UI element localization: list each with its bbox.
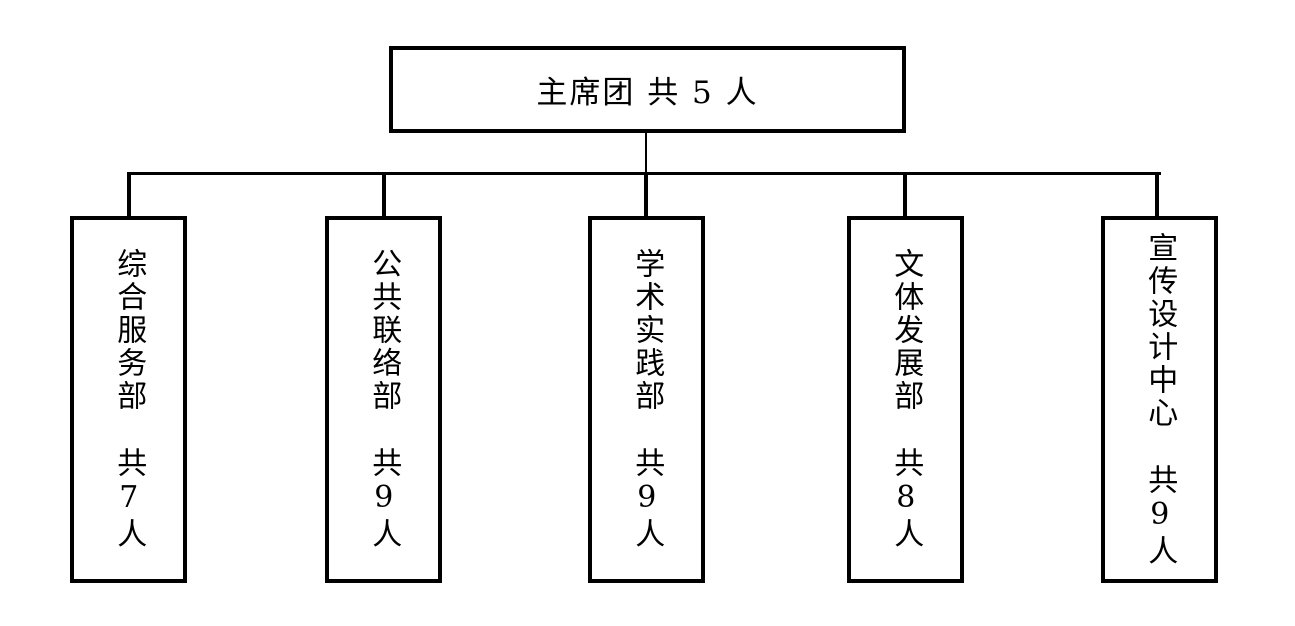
- connector-root-drop: [645, 133, 647, 172]
- org-node-dept-2: 公共联络部 共9人: [325, 216, 442, 583]
- org-node-dept-3: 学术实践部 共9人: [588, 216, 705, 583]
- dept-count-label: 共9人: [366, 447, 402, 551]
- org-node-dept-5: 宣传设计中心 共9人: [1101, 216, 1218, 583]
- dept-name-label: 公共联络部: [366, 248, 402, 413]
- org-node-dept-1: 综合服务部 共7人: [70, 216, 187, 583]
- dept-name-label: 综合服务部: [111, 248, 147, 413]
- dept-name-label: 宣传设计中心: [1142, 231, 1178, 430]
- connector-stub-2: [382, 172, 386, 220]
- dept-count-label: 共8人: [888, 447, 924, 551]
- dept-count-label: 共9人: [1142, 463, 1178, 568]
- org-node-dept-4: 文体发展部 共8人: [847, 216, 964, 583]
- org-node-root: 主席团 共 5 人: [389, 46, 906, 133]
- connector-stub-1: [127, 172, 131, 220]
- connector-stub-4: [903, 172, 907, 220]
- connector-stub-3: [644, 172, 648, 220]
- connector-stub-5: [1155, 172, 1159, 220]
- root-node-label: 主席团 共 5 人: [536, 75, 759, 111]
- dept-name-label: 学术实践部: [629, 248, 665, 413]
- dept-name-label: 文体发展部: [888, 248, 924, 413]
- dept-count-label: 共9人: [629, 447, 665, 551]
- dept-count-label: 共7人: [111, 447, 147, 551]
